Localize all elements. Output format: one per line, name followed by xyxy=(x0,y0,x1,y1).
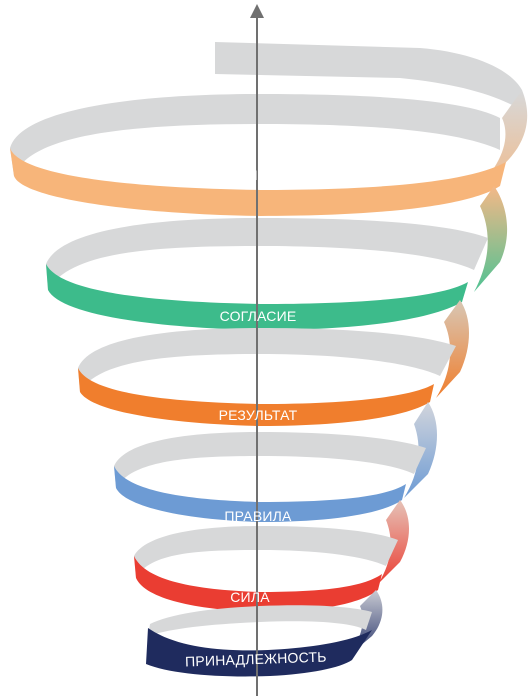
coil-front-3 xyxy=(78,368,434,426)
coil-front-1 xyxy=(10,148,506,216)
coil-side-1 xyxy=(474,186,508,292)
label-agreement: СОГЛАСИЕ xyxy=(220,308,297,324)
coil-back-3 xyxy=(78,328,456,392)
coil-back-6 xyxy=(148,605,372,636)
coil-front-5 xyxy=(134,556,382,612)
coil-back-2 xyxy=(46,218,488,290)
ribbon-start xyxy=(215,42,524,112)
label-creativity: ТВОРЧЕСТВО xyxy=(210,167,306,183)
label-power: СИЛА xyxy=(230,589,270,605)
ribbon-turn-top xyxy=(470,90,528,196)
coil-front-6 xyxy=(146,628,372,677)
axis-arrow-icon xyxy=(250,4,264,18)
label-result: РЕЗУЛЬТАТ xyxy=(219,407,298,423)
coil-front-4 xyxy=(114,466,406,522)
coil-back-4 xyxy=(114,432,426,488)
label-rules: ПРАВИЛА xyxy=(224,508,292,524)
coil-back-1 xyxy=(10,94,500,176)
coil-front-2 xyxy=(46,264,468,330)
label-belonging: ПРИНАДЛЕЖНОСТЬ xyxy=(185,649,327,670)
coil-back-5 xyxy=(134,526,398,578)
